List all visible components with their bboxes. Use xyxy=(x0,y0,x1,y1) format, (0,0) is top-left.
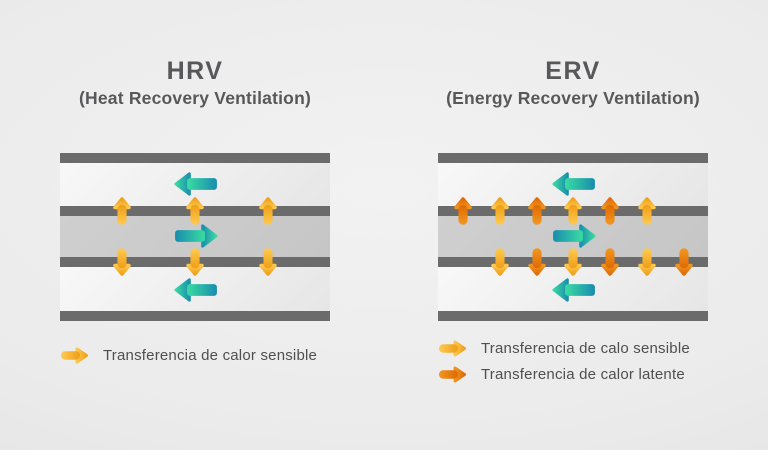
sensible-heat-transfer-arrow-up xyxy=(185,196,205,226)
latent-heat-transfer-arrow-up xyxy=(453,196,473,226)
sensible-heat-arrow-icon xyxy=(60,346,90,365)
sensible-heat-transfer-arrow-up xyxy=(637,196,657,226)
airflow-arrow-right xyxy=(173,222,221,250)
sensible-heat-arrow-icon xyxy=(438,339,468,358)
legend-label: Transferencia de calor latente xyxy=(481,366,685,383)
airflow-arrow-left xyxy=(171,170,219,198)
legend-label: Transferencia de calo sensible xyxy=(481,340,690,357)
latent-heat-transfer-arrow-up xyxy=(600,196,620,226)
sensible-heat-transfer-arrow-up xyxy=(112,196,132,226)
legend-item-latent: Transferencia de calor latente xyxy=(438,365,690,384)
hrv-subtitle: (Heat Recovery Ventilation) xyxy=(79,88,311,108)
sensible-heat-transfer-arrow-up xyxy=(563,196,583,226)
legend-item-sensible: Transferencia de calo sensible xyxy=(438,339,690,358)
sensible-heat-transfer-arrow-up xyxy=(258,196,278,226)
duct-wall xyxy=(438,153,708,163)
hrv-panel: HRV (Heat Recovery Ventilation) xyxy=(60,0,330,450)
erv-subtitle: (Energy Recovery Ventilation) xyxy=(446,88,700,108)
legend-item-sensible: Transferencia de calor sensible xyxy=(60,346,317,365)
hrv-title-block: HRV (Heat Recovery Ventilation) xyxy=(25,56,365,109)
latent-heat-transfer-arrow-up xyxy=(527,196,547,226)
airflow-arrow-left xyxy=(171,276,219,304)
erv-title-block: ERV (Energy Recovery Ventilation) xyxy=(403,56,743,109)
airflow-arrow-left xyxy=(549,170,597,198)
erv-exchanger-diagram xyxy=(438,153,708,321)
sensible-heat-transfer-arrow-down xyxy=(563,247,583,277)
latent-heat-arrow-icon xyxy=(438,365,468,384)
latent-heat-transfer-arrow-down xyxy=(527,247,547,277)
duct-wall xyxy=(438,311,708,321)
sensible-heat-transfer-arrow-down xyxy=(637,247,657,277)
airflow-arrow-right xyxy=(551,222,599,250)
erv-legend: Transferencia de calo sensible Transfere… xyxy=(438,339,690,384)
sensible-heat-transfer-arrow-up xyxy=(490,196,510,226)
hrv-title: HRV xyxy=(166,57,224,85)
hrv-legend: Transferencia de calor sensible xyxy=(60,346,317,365)
latent-heat-transfer-arrow-down xyxy=(600,247,620,277)
legend-label: Transferencia de calor sensible xyxy=(103,347,318,364)
sensible-heat-transfer-arrow-down xyxy=(490,247,510,277)
sensible-heat-transfer-arrow-down xyxy=(185,247,205,277)
latent-heat-transfer-arrow-down xyxy=(674,247,694,277)
sensible-heat-transfer-arrow-down xyxy=(258,247,278,277)
erv-title: ERV xyxy=(545,57,601,85)
sensible-heat-transfer-arrow-down xyxy=(112,247,132,277)
airflow-arrow-left xyxy=(549,276,597,304)
erv-panel: ERV (Energy Recovery Ventilation) xyxy=(438,0,708,450)
hrv-exchanger-diagram xyxy=(60,153,330,321)
duct-wall xyxy=(60,153,330,163)
duct-wall xyxy=(60,311,330,321)
